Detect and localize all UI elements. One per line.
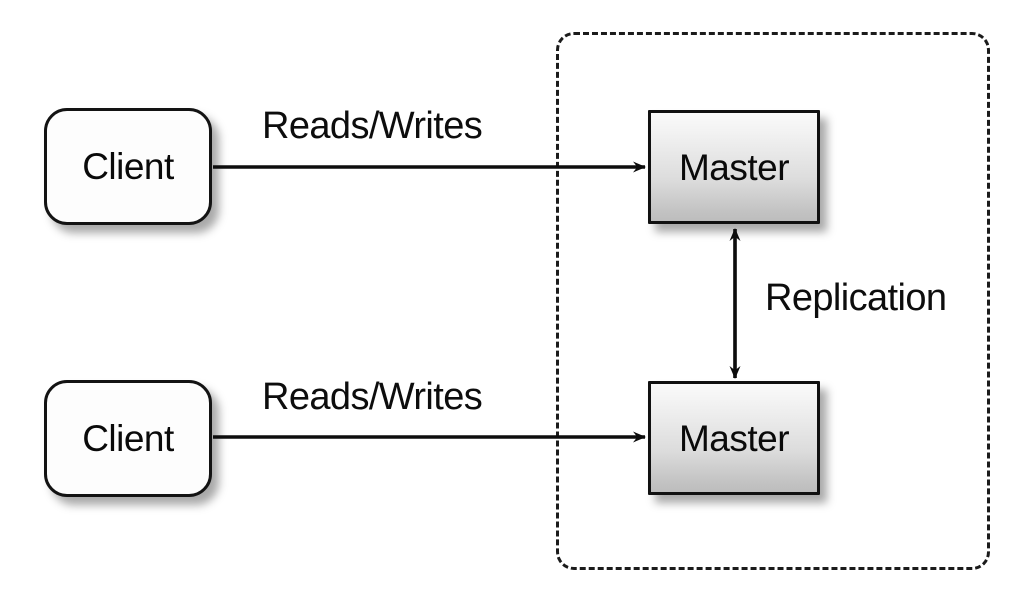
- node-client-top-label: Client: [82, 146, 174, 187]
- node-master-top[interactable]: Master: [648, 110, 820, 224]
- node-client-top[interactable]: Client: [44, 108, 212, 225]
- node-master-bottom[interactable]: Master: [648, 381, 820, 495]
- edge-label-reads-writes-top: Reads/Writes: [262, 105, 483, 147]
- node-client-bottom[interactable]: Client: [44, 380, 212, 497]
- edge-label-replication: Replication: [765, 277, 947, 319]
- node-master-bottom-label: Master: [678, 417, 790, 459]
- node-master-top-label: Master: [678, 146, 790, 188]
- edge-label-reads-writes-bottom: Reads/Writes: [262, 376, 483, 418]
- node-client-bottom-label: Client: [82, 418, 174, 459]
- cluster-boundary-dashed: [556, 32, 990, 570]
